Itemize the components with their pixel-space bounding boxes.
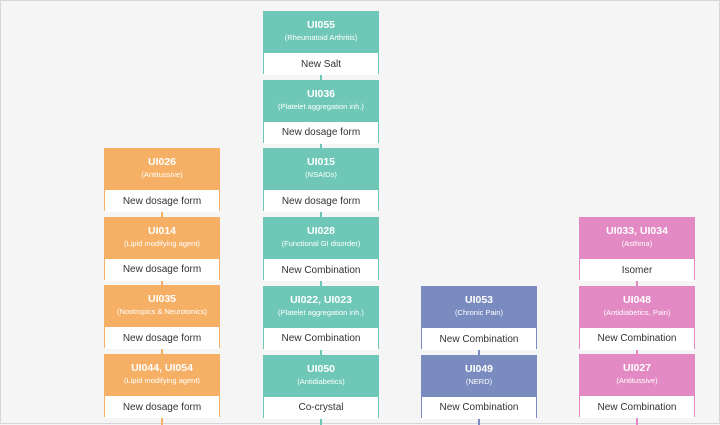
card-header: UI028(Functional GI disorder): [264, 218, 378, 259]
card-code: UI033, UI034: [606, 225, 668, 237]
pipeline-card: UI014(Lipid modifying agent)New dosage f…: [104, 216, 220, 281]
pipeline-card: UI015(NSAIDs)New dosage form: [263, 148, 379, 213]
card-header: UI022, UI023(Platelet aggregation inh.): [264, 286, 378, 327]
card-header: UI036(Platelet aggregation inh.): [264, 80, 378, 121]
card-code: UI053: [464, 294, 494, 306]
card-therapeutic-area: (Platelet aggregation inh.): [278, 307, 364, 317]
card-therapeutic-area: (Antidiabetics): [297, 376, 345, 386]
card-type-label: New dosage form: [105, 189, 219, 212]
card-code: UI014: [147, 224, 177, 237]
card-type-label: New dosage form: [264, 120, 378, 144]
card-type-label: New Combination: [580, 326, 694, 350]
pipeline-card: UI048(Antidiabetics, Pain)New Combinatio…: [579, 285, 695, 350]
card-code: UI050: [306, 362, 336, 375]
pipeline-card: UI044, UI054(Lipid modifying agent)New d…: [104, 354, 220, 419]
card-header: UI035(Nootropics & Neurotonics): [105, 286, 219, 327]
pipeline-card: UI055 (Rheumatoid Arthritis) New Salt: [263, 11, 379, 75]
card-header: UI015(NSAIDs): [264, 149, 378, 190]
pipeline-card: UI028(Functional GI disorder)New Combina…: [263, 217, 379, 282]
pipeline-card: UI027(Antitussive)New Combination: [579, 354, 695, 419]
card-type-label: New Combination: [422, 327, 536, 350]
pipeline-card: UI036(Platelet aggregation inh.)New dosa…: [263, 79, 379, 144]
card-therapeutic-area: (Rheumatoid Arthritis): [284, 33, 358, 42]
card-code: UI055: [306, 19, 336, 31]
pipeline-card: UI035(Nootropics & Neurotonics)New dosag…: [104, 285, 220, 350]
card-code: UI028: [306, 225, 336, 238]
card-therapeutic-area: (Lipid modifying agent): [124, 238, 200, 248]
card-type-label: New Salt: [264, 52, 378, 75]
card-type-label: Isomer: [580, 258, 694, 281]
card-therapeutic-area: (Chronic Pain): [455, 308, 503, 317]
card-therapeutic-area: (Nootropics & Neurotonics): [116, 307, 208, 317]
card-header: UI050(Antidiabetics): [264, 355, 378, 396]
card-type-label: New dosage form: [105, 257, 219, 281]
card-header: UI048(Antidiabetics, Pain): [580, 286, 694, 327]
card-code: UI048: [622, 293, 652, 306]
card-header: UI014(Lipid modifying agent): [105, 217, 219, 258]
card-therapeutic-area: (Functional GI disorder): [281, 239, 361, 249]
card-code: UI044, UI054: [131, 362, 193, 375]
card-type-label: New Combination: [580, 395, 694, 419]
card-code: UI026: [147, 156, 177, 168]
card-header: UI027(Antitussive): [580, 355, 694, 396]
card-therapeutic-area: (NSAIDs): [305, 170, 337, 180]
card-type-label: Co-crystal: [264, 395, 378, 419]
card-type-label: New Combination: [264, 258, 378, 282]
card-therapeutic-area: (Antidiabetics, Pain): [603, 307, 671, 317]
card-header: UI026 (Antitussive): [105, 149, 219, 189]
card-type-label: New Combination: [264, 326, 378, 350]
card-header: UI033, UI034 (Asthma): [580, 218, 694, 258]
card-therapeutic-area: (Antitussive): [141, 170, 183, 179]
pipeline-card: UI022, UI023(Platelet aggregation inh.)N…: [263, 285, 379, 350]
card-header: UI053 (Chronic Pain): [422, 287, 536, 327]
card-therapeutic-area: (Antitussive): [616, 376, 658, 386]
card-code: UI015: [306, 156, 336, 169]
pipeline-card: UI033, UI034 (Asthma) Isomer: [579, 217, 695, 281]
card-code: UI036: [306, 87, 336, 100]
pipeline-card: UI053 (Chronic Pain) New Combination: [421, 286, 537, 350]
pipeline-card: UI026 (Antitussive) New dosage form: [104, 148, 220, 212]
card-header: UI055 (Rheumatoid Arthritis): [264, 12, 378, 52]
card-type-label: New dosage form: [105, 326, 219, 350]
card-code: UI022, UI023: [290, 293, 352, 306]
card-type-label: New Combination: [422, 395, 536, 419]
card-code: UI027: [622, 362, 652, 375]
pipeline-card: UI049(NERD)New Combination: [421, 354, 537, 419]
card-therapeutic-area: (Lipid modifying agent): [124, 376, 200, 386]
card-therapeutic-area: (Platelet aggregation inh.): [278, 101, 364, 111]
card-header: UI049(NERD): [422, 355, 536, 396]
card-code: UI035: [147, 293, 177, 306]
card-type-label: New dosage form: [264, 189, 378, 213]
card-header: UI044, UI054(Lipid modifying agent): [105, 355, 219, 396]
card-code: UI049: [464, 362, 494, 375]
card-therapeutic-area: (NERD): [465, 376, 493, 386]
pipeline-card: UI050(Antidiabetics)Co-crystal: [263, 354, 379, 419]
card-therapeutic-area: (Asthma): [621, 239, 653, 248]
card-type-label: New dosage form: [105, 395, 219, 419]
